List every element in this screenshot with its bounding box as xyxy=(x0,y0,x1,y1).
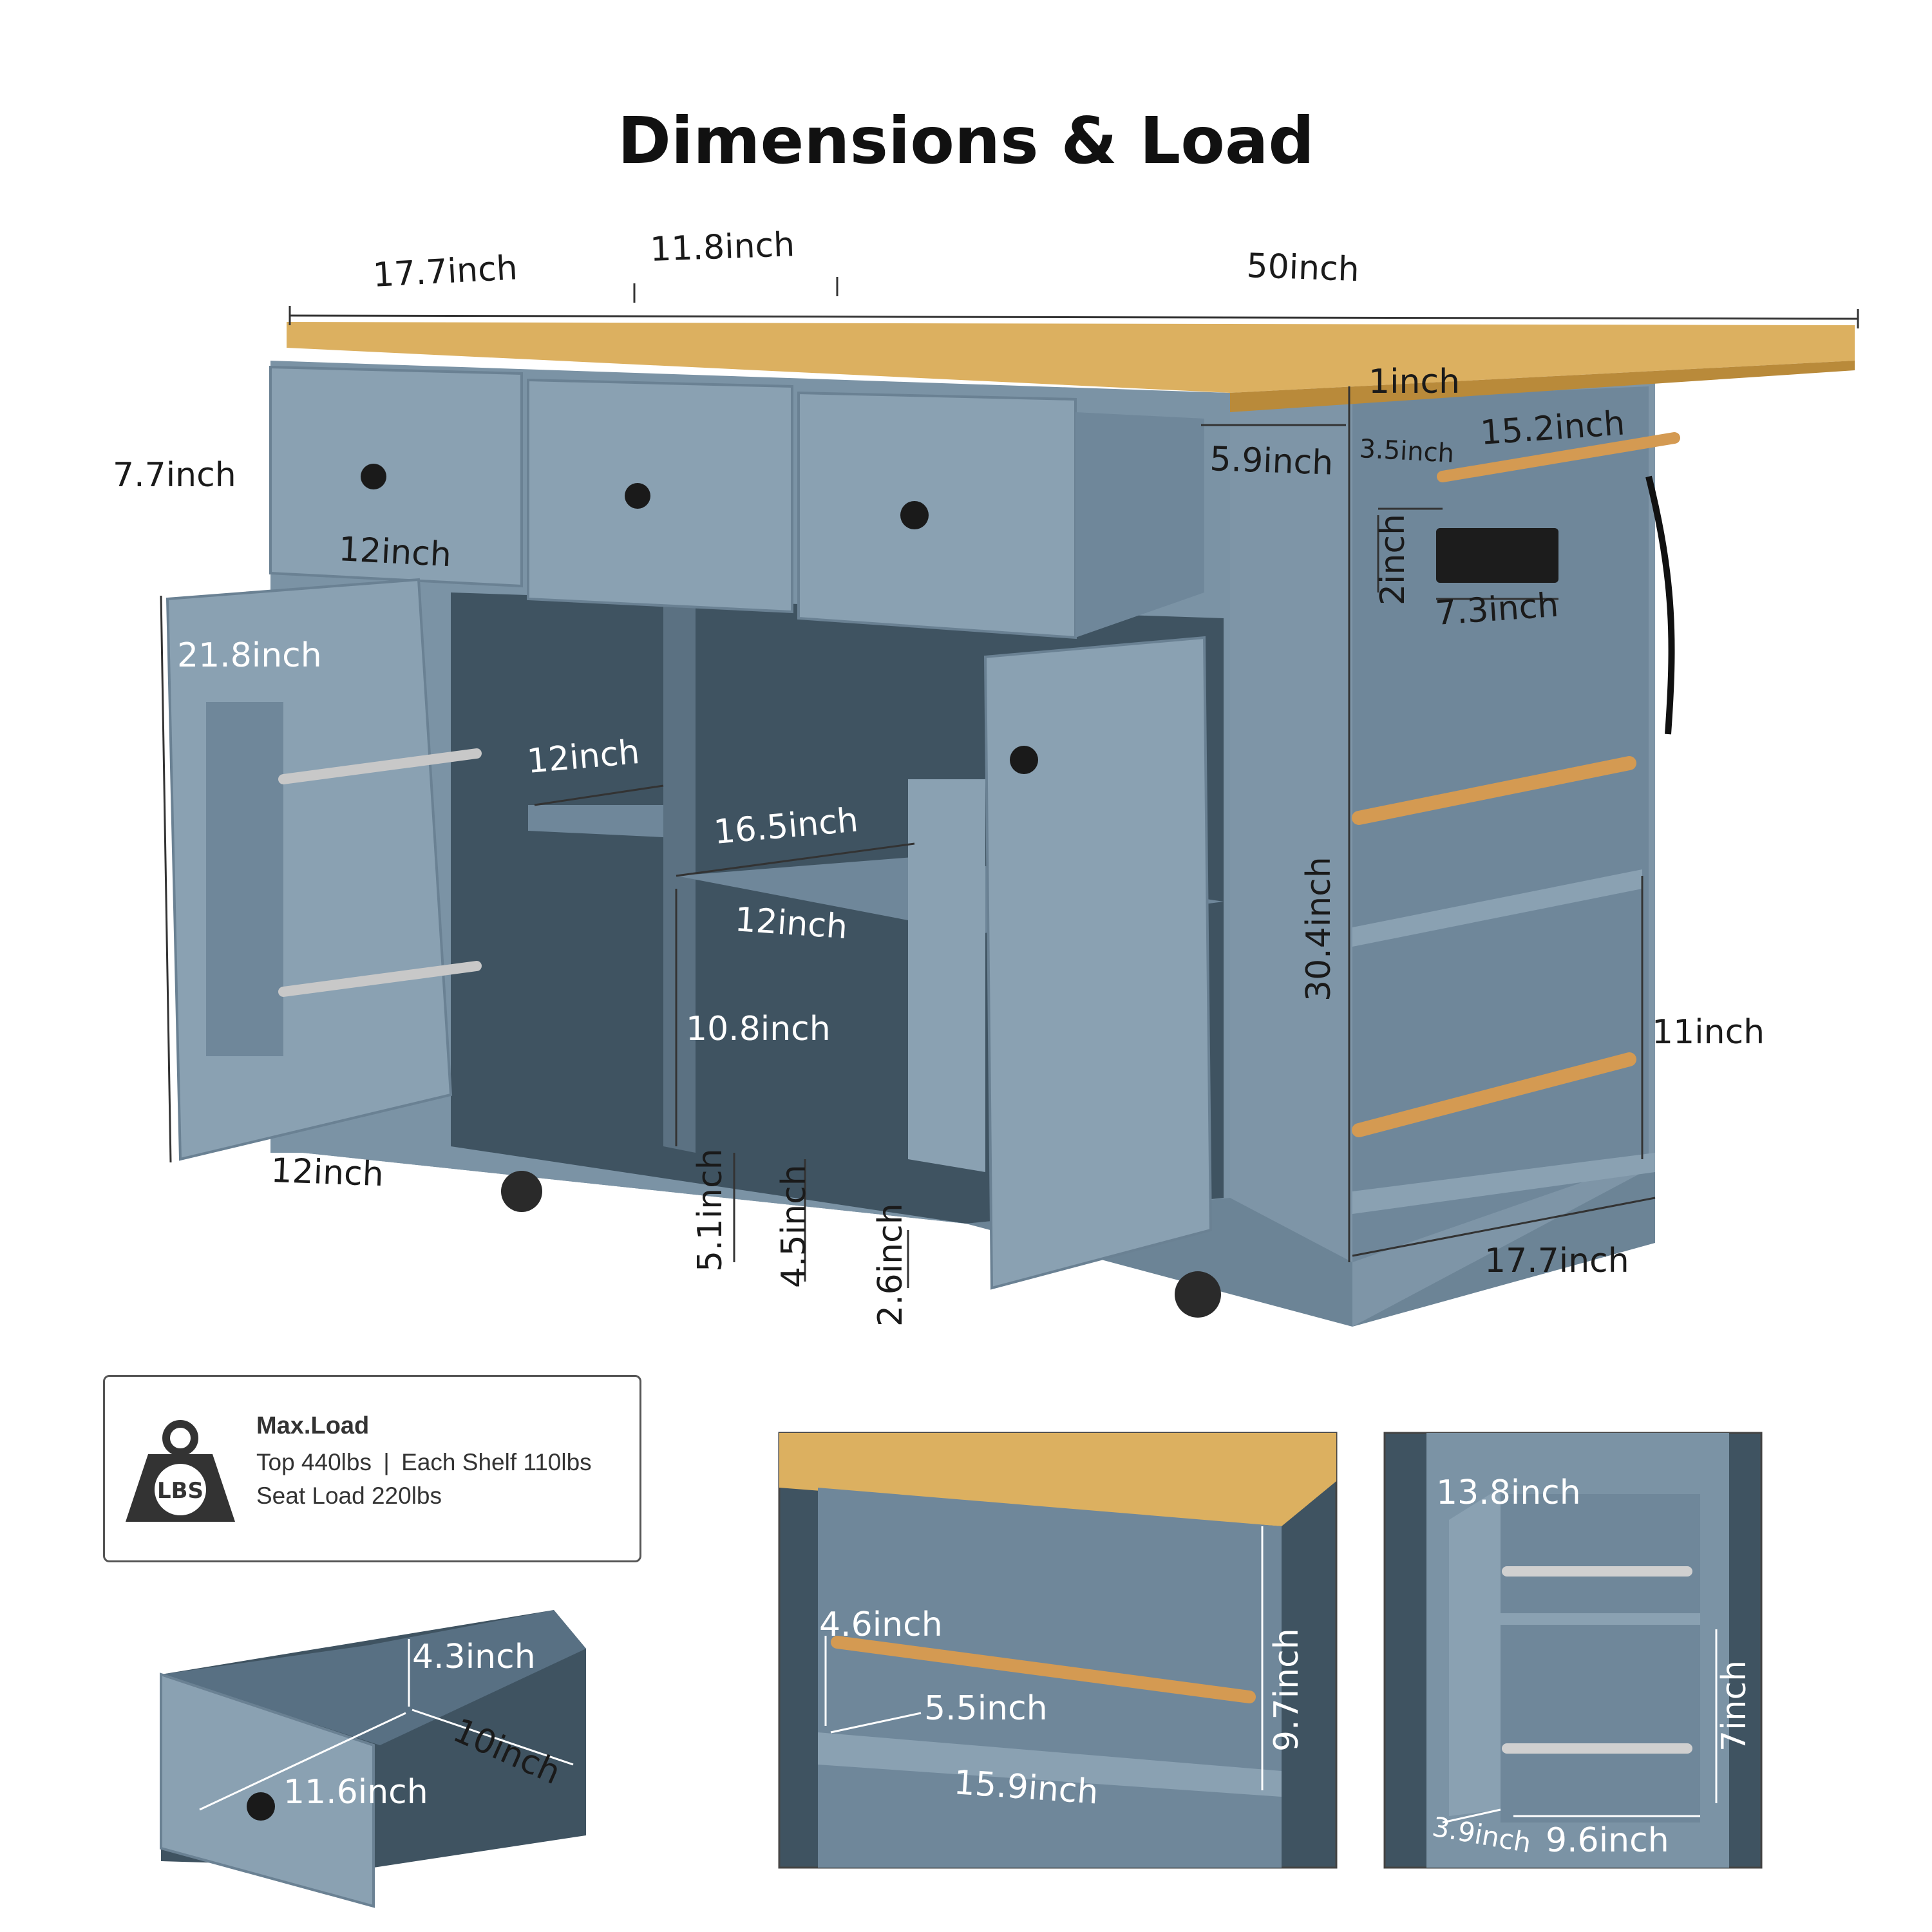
drawer-right-side xyxy=(1075,412,1204,638)
side-rail-upper xyxy=(1352,756,1636,825)
side-shelf-detail-top xyxy=(779,1433,1336,1526)
dim-top-mid-width: 11.8inch xyxy=(649,225,795,269)
dim-caster-gap-3: 2.6inch xyxy=(871,1203,910,1327)
dim-outlet-height: 2inch xyxy=(1374,514,1412,605)
weight-icon-label: LBS xyxy=(157,1478,204,1504)
right-door-open xyxy=(983,636,1213,1290)
dim-total-height: 30.4inch xyxy=(1300,857,1338,1001)
max-load-line-1: Top 440lbs | Each Shelf 110lbs xyxy=(256,1449,592,1476)
left-shelf xyxy=(528,805,663,837)
dim-side-shelf-detail-height: 9.7inch xyxy=(1267,1628,1306,1752)
side-shelf-detail-shelf xyxy=(818,1732,1282,1797)
drawer-detail xyxy=(160,1610,586,1908)
caster-right xyxy=(1175,1271,1221,1318)
dim-door-rack-detail-height: 13.8inch xyxy=(1436,1473,1581,1512)
dim-door-width: 12inch xyxy=(270,1151,384,1194)
dim-drawer-height: 7.7inch xyxy=(113,456,236,495)
weight-icon: LBS xyxy=(126,1420,235,1522)
dim-side-depth: 5.9inch xyxy=(1209,440,1334,483)
door-rack-rail-upper xyxy=(278,748,482,784)
dim-top-thickness: 1inch xyxy=(1368,363,1460,401)
dim-side-shelf-detail-depth: 5.5inch xyxy=(924,1689,1048,1728)
drawer-detail-width-line xyxy=(199,1712,406,1811)
drawer-detail-floor xyxy=(161,1610,586,1745)
dim-door-rack-detail-width: 9.6inch xyxy=(1546,1821,1669,1860)
towel-bar xyxy=(1437,432,1680,482)
drawer-detail-knob xyxy=(247,1792,275,1821)
door-rack-detail-body xyxy=(1501,1494,1700,1823)
dimension-lines xyxy=(160,277,1859,1288)
door-rack-rail-lower xyxy=(278,961,482,997)
drawer-detail-depth-line xyxy=(412,1709,574,1766)
max-load-text: Max.Load Top 440lbs | Each Shelf 110lbs … xyxy=(256,1412,592,1516)
power-cord xyxy=(1645,475,1675,735)
side-shelf-detail-back xyxy=(818,1488,1282,1868)
dim-top-left-width: 17.7inch xyxy=(372,249,519,295)
door-rack-detail-depth-line xyxy=(1442,1808,1501,1824)
side-shelf xyxy=(1352,869,1642,947)
wood-top-edge xyxy=(1230,361,1855,412)
dim-center-shelf-height: 10.8inch xyxy=(686,1010,831,1048)
side-shelf-detail-rail xyxy=(831,1636,1256,1703)
dim-drawer-detail-height: 4.3inch xyxy=(412,1638,536,1676)
dim-side-shelf-height: 11inch xyxy=(1652,1013,1765,1052)
caster-left xyxy=(501,1171,542,1212)
drawer-left xyxy=(269,365,523,588)
knob-right-door xyxy=(1010,746,1038,774)
dim-drawer-width: 12inch xyxy=(337,530,452,574)
side-shelf-detail xyxy=(778,1432,1338,1869)
max-load-box: LBS Max.Load Top 440lbs | Each Shelf 110… xyxy=(103,1375,641,1562)
knob-drawer-right xyxy=(900,501,929,529)
dim-door-rack-detail-spacing: 7inch xyxy=(1715,1660,1754,1752)
left-door-rack xyxy=(206,702,283,1056)
power-outlet-strip xyxy=(1436,528,1558,583)
side-bottom-shelf xyxy=(1352,1153,1655,1214)
dim-caster-gap-2: 4.5inch xyxy=(775,1164,813,1288)
dim-towel-offset: 3.5inch xyxy=(1358,434,1455,469)
knob-drawer-left xyxy=(361,464,386,489)
door-rack-detail xyxy=(1383,1432,1763,1869)
drawer-right-open xyxy=(797,391,1077,639)
side-shelves-interior xyxy=(1352,386,1649,1262)
drawer-middle xyxy=(527,378,793,614)
dim-drawer-detail-width: 11.6inch xyxy=(283,1773,428,1812)
max-load-title: Max.Load xyxy=(256,1412,370,1439)
shelf-load: Each Shelf 110lbs xyxy=(401,1449,592,1475)
dim-top-total-width: 50inch xyxy=(1246,247,1360,289)
door-rack-detail-side xyxy=(1449,1488,1501,1816)
dim-side-shelf-detail-offset: 4.6inch xyxy=(819,1605,943,1644)
door-rack-detail-shelf xyxy=(1501,1613,1700,1625)
seat-load: Seat Load 220lbs xyxy=(256,1482,442,1509)
page-title: Dimensions & Load xyxy=(617,103,1315,178)
dim-side-width: 17.7inch xyxy=(1484,1242,1629,1280)
drawer-detail-front xyxy=(160,1672,375,1908)
dim-center-shelf-depth: 12inch xyxy=(734,900,849,947)
center-divider xyxy=(663,605,696,1153)
side-rail-lower xyxy=(1352,1052,1636,1137)
top-load: Top 440lbs xyxy=(256,1449,372,1475)
wood-top xyxy=(287,322,1855,393)
side-shelf-detail-depth-line xyxy=(830,1712,922,1734)
dim-caster-gap-1: 5.1inch xyxy=(691,1148,730,1272)
dim-outlet-width: 7.3inch xyxy=(1434,586,1560,633)
right-door-rack xyxy=(908,779,985,1172)
load-separator: | xyxy=(383,1449,390,1475)
knob-drawer-middle xyxy=(625,483,650,509)
dim-door-height: 21.8inch xyxy=(177,636,322,675)
main-island xyxy=(166,322,1855,1327)
